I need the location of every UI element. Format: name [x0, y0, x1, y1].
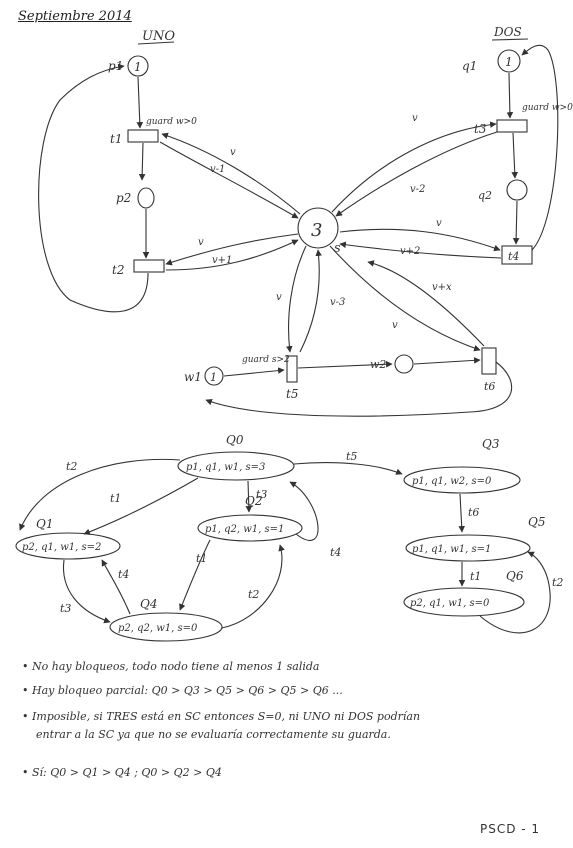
state-q0 [177, 451, 295, 481]
s-tokens: 3 [311, 220, 322, 241]
state-q3-name: Q3 [482, 437, 500, 451]
uno-title: UNO [142, 29, 175, 44]
state-q2-name: Q2 [245, 494, 262, 508]
state-q3 [403, 466, 521, 494]
edge-q0-q1-t1: t1 [110, 492, 121, 505]
arc-s-t6-v: v [392, 320, 398, 331]
note-4: entrar a la SC ya que no se evaluaría co… [36, 728, 391, 741]
transition-t5 [286, 355, 298, 383]
q2-label: q2 [478, 189, 492, 202]
state-q1-label: p2, q1, w1, s=2 [22, 542, 101, 553]
edge-q4-q1: t4 [118, 568, 129, 581]
arc-t2-s-v1: v+1 [212, 255, 232, 266]
edge-q2-q0: t4 [330, 546, 341, 559]
place-w1 [204, 366, 224, 386]
arc-s-t2-v: v [198, 237, 204, 248]
state-q1 [15, 532, 121, 560]
arc-t5-s-v3: v-3 [330, 297, 345, 308]
state-q2-label: p1, q2, w1, s=1 [205, 524, 284, 535]
arc-s-t1-v: v [230, 147, 236, 158]
arc-s-t3-v: v [412, 113, 418, 124]
transition-t2 [133, 259, 165, 273]
edge-q1-q4: t3 [60, 602, 71, 615]
note-3: • Imposible, si TRES está en SC entonces… [22, 710, 421, 723]
arc-t4-s-v2: v+2 [400, 246, 420, 257]
q1-token: 1 [505, 55, 513, 69]
edge-q4-q2: t2 [248, 588, 259, 601]
arc-s-t4-v: v [436, 218, 442, 229]
state-q6 [403, 587, 525, 617]
arc-t1-s-v1: v-1 [210, 164, 225, 175]
state-q6-name: Q6 [506, 569, 524, 583]
transition-t1 [127, 129, 159, 143]
note-1: • No hay bloqueos, todo nodo tiene al me… [22, 660, 320, 673]
page-footer: PSCD - 1 [480, 822, 541, 836]
place-q1 [497, 49, 521, 73]
w1-label: w1 [184, 370, 202, 384]
t1-label: t1 [110, 132, 122, 146]
state-q6-label: p2, q1, w1, s=0 [410, 598, 490, 609]
state-q2 [197, 514, 303, 542]
arc-t6-s-vx: v+x [432, 282, 452, 293]
note-5: • Sí: Q0 > Q1 > Q4 ; Q0 > Q2 > Q4 [22, 766, 222, 779]
dos-title: DOS [493, 25, 522, 39]
place-s [297, 207, 339, 249]
arc-t3-s-v2: v-2 [410, 184, 425, 195]
w2-label: w2 [370, 358, 386, 371]
arc-s-t5-v: v [276, 292, 282, 303]
p2-label: p2 [116, 191, 131, 205]
state-q5-name: Q5 [528, 515, 545, 529]
state-q5 [405, 534, 531, 562]
t4-label: t4 [508, 250, 519, 263]
edge-q2-q4: t1 [196, 552, 207, 565]
page-date: Septiembre 2014 [18, 9, 132, 24]
s-label: s [334, 241, 341, 256]
state-q4 [109, 612, 223, 642]
state-q0-name: Q0 [226, 433, 244, 447]
q1-label: q1 [462, 59, 477, 73]
state-q1-name: Q1 [36, 517, 53, 531]
guard-t5: guard s>2 [242, 355, 290, 365]
edge-q3-q5: t6 [468, 506, 479, 519]
state-q4-label: p2, q2, w1, s=0 [118, 623, 198, 634]
p1-token: 1 [134, 60, 142, 74]
guard-t3: guard w>0 [522, 103, 573, 113]
transition-t6 [481, 347, 497, 375]
place-p2 [137, 187, 155, 209]
note-2: • Hay bloqueo parcial: Q0 > Q3 > Q5 > Q6… [22, 684, 343, 697]
place-w2 [394, 354, 414, 374]
edge-q0-q1-t2: t2 [66, 460, 77, 473]
state-q0-label: p1, q1, w1, s=3 [186, 462, 265, 473]
state-q4-name: Q4 [140, 597, 157, 611]
edge-q6-q5: t2 [552, 576, 563, 589]
t6-label: t6 [484, 380, 495, 393]
edge-q5-q6: t1 [470, 570, 481, 583]
edge-q0-q2: t3 [256, 488, 267, 501]
w1-token: 1 [210, 371, 217, 384]
t5-label: t5 [286, 387, 298, 401]
transition-t3 [496, 119, 528, 133]
state-q3-label: p1, q1, w2, s=0 [412, 476, 492, 487]
place-q2 [506, 179, 528, 201]
transition-t4 [501, 245, 533, 265]
state-q5-label: p1, q1, w1, s=1 [412, 544, 491, 555]
t2-label: t2 [112, 263, 124, 277]
t3-label: t3 [474, 122, 487, 136]
place-p1 [127, 55, 149, 77]
guard-t1: guard w>0 [146, 117, 197, 127]
edge-q0-q3: t5 [346, 450, 357, 463]
